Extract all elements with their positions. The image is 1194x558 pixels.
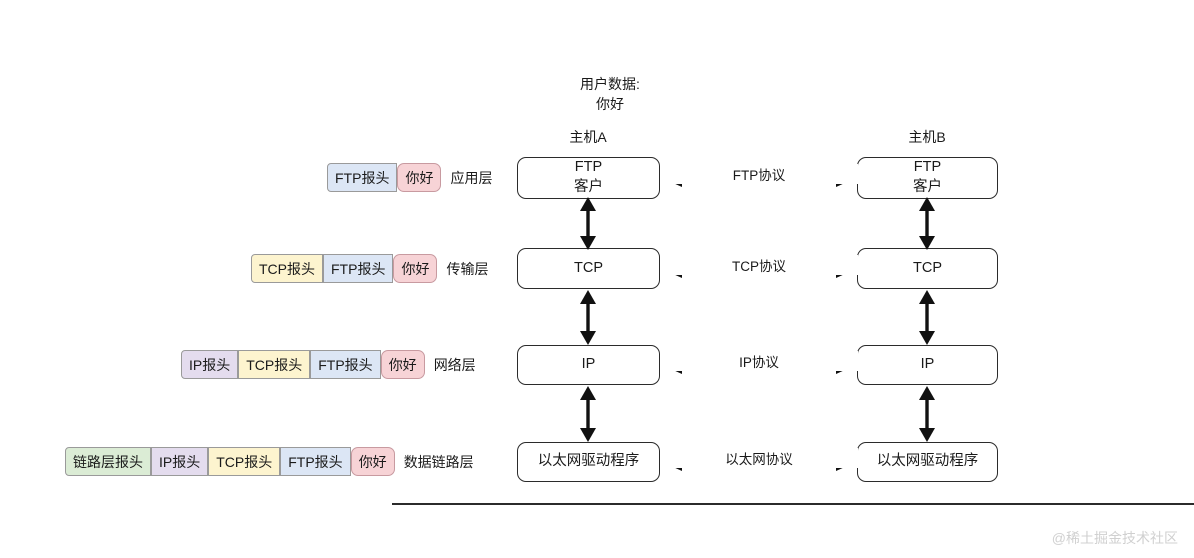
packet-segment-datalink-4: 你好	[350, 447, 395, 476]
packet-segment-transport-0: TCP报头	[251, 254, 323, 283]
packet-segment-datalink-0: 链路层报头	[65, 447, 151, 476]
packet-segment-datalink-3: FTP报头	[280, 447, 351, 476]
protocol-arrow-datalink: 以太网协议	[660, 448, 858, 475]
protocol-label-transport: TCP协议	[660, 255, 858, 275]
host-a-title: 主机A	[569, 129, 607, 145]
protocol-label-application: FTP协议	[660, 164, 858, 184]
vertical-arrow-b-app-transport	[916, 197, 938, 250]
host-b-box-application-line1: FTP	[913, 159, 942, 176]
user-data-caption: 用户数据: 你好	[540, 74, 680, 115]
vertical-arrow-b-transport-network	[916, 290, 938, 345]
double-arrow-vertical-icon	[580, 386, 596, 442]
double-arrow-vertical-icon	[919, 386, 935, 442]
protocol-label-network: IP协议	[660, 351, 858, 371]
packet-segment-datalink-2: TCP报头	[208, 447, 281, 476]
host-a-box-network[interactable]: IP	[517, 345, 660, 385]
host-b-box-application[interactable]: FTP 客户	[857, 157, 998, 199]
packet-segment-network-3: 你好	[380, 350, 425, 379]
double-arrow-vertical-icon	[580, 197, 596, 250]
network-medium-line	[392, 503, 1194, 505]
packet-segment-network-0: IP报头	[181, 350, 239, 379]
layer-label-application: 应用层	[450, 169, 493, 186]
double-arrow-vertical-icon	[580, 290, 596, 345]
layer-label-network: 网络层	[433, 356, 476, 373]
packet-segment-application-0: FTP报头	[327, 163, 398, 192]
packet-segment-network-2: FTP报头	[310, 350, 381, 379]
host-b-box-datalink-line1: 以太网驱动程序	[876, 453, 979, 470]
host-a-box-datalink[interactable]: 以太网驱动程序	[517, 442, 660, 482]
user-data-line1: 用户数据:	[580, 76, 640, 92]
protocol-arrow-transport: TCP协议	[660, 255, 858, 282]
host-b-box-datalink[interactable]: 以太网驱动程序	[857, 442, 998, 482]
vertical-arrow-b-network-datalink	[916, 386, 938, 442]
host-a-box-application-line2: 客户	[574, 179, 603, 195]
host-b-box-application-line2: 客户	[913, 179, 942, 195]
packet-segment-transport-1: FTP报头	[323, 254, 394, 283]
host-a-box-transport[interactable]: TCP	[517, 248, 660, 289]
layer-label-transport: 传输层	[446, 260, 489, 277]
vertical-arrow-a-network-datalink	[577, 386, 599, 442]
host-b-box-transport[interactable]: TCP	[857, 248, 998, 289]
packet-segment-network-1: TCP报头	[238, 350, 311, 379]
packet-strip-application: FTP报头你好应用层	[327, 163, 492, 192]
host-a-box-application-line1: FTP	[574, 159, 603, 176]
host-b-box-transport-line1: TCP	[913, 259, 942, 276]
host-b-title: 主机B	[908, 129, 946, 145]
protocol-arrow-application: FTP协议	[660, 164, 858, 191]
host-b-box-network[interactable]: IP	[857, 345, 998, 385]
vertical-arrow-a-transport-network	[577, 290, 599, 345]
double-arrow-vertical-icon	[919, 290, 935, 345]
watermark: @稀土掘金技术社区	[1051, 530, 1178, 546]
vertical-arrow-a-app-transport	[577, 197, 599, 250]
double-arrow-vertical-icon	[919, 197, 935, 250]
protocol-label-datalink: 以太网协议	[660, 448, 858, 468]
host-a-box-application[interactable]: FTP 客户	[517, 157, 660, 199]
host-b-box-network-line1: IP	[920, 356, 935, 373]
host-a-box-network-line1: IP	[581, 356, 596, 373]
packet-segment-transport-2: 你好	[393, 254, 438, 283]
packet-segment-datalink-1: IP报头	[151, 447, 209, 476]
protocol-arrow-network: IP协议	[660, 351, 858, 378]
layer-label-datalink: 数据链路层	[403, 453, 474, 470]
host-a-box-transport-line1: TCP	[574, 259, 603, 276]
user-data-line2: 你好	[596, 96, 624, 113]
host-a-box-datalink-line1: 以太网驱动程序	[537, 453, 640, 470]
packet-segment-application-1: 你好	[397, 163, 442, 192]
